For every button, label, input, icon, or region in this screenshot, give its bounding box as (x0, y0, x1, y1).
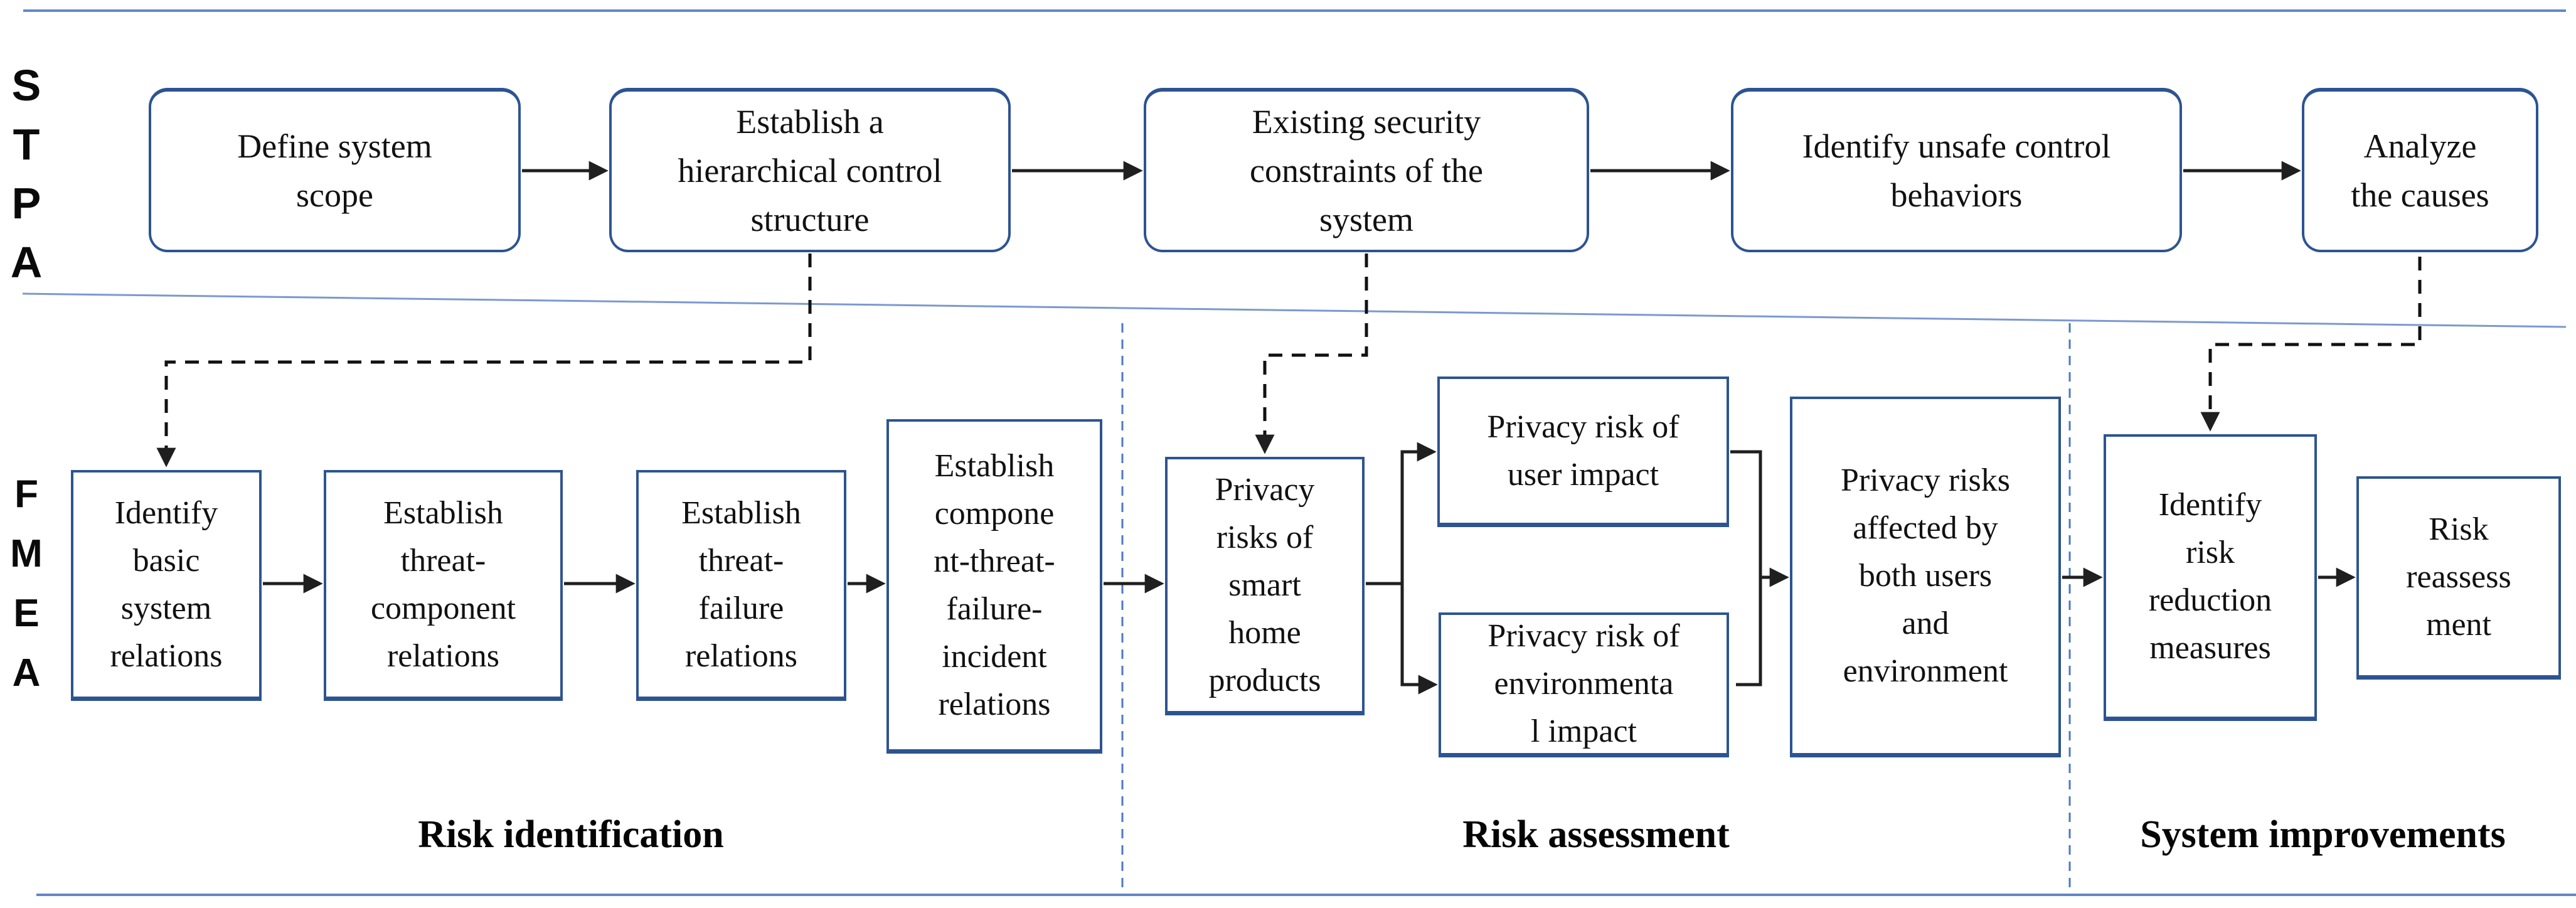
fmea-box-threat-failure-relations: Establish threat- failure relations (636, 470, 846, 701)
stpa-box-hierarchical-control-structure: Establish a hierarchical control structu… (609, 88, 1011, 252)
box-label: Establish a hierarchical control structu… (678, 103, 942, 238)
arrow-split-to-user-impact (1366, 442, 1437, 585)
fmea-box-component-threat-failure-incident-relations: Establish compone nt-threat- failure- in… (886, 419, 1102, 754)
fmea-box-identify-risk-reduction-measures: Identify risk reduction measures (2104, 434, 2317, 721)
stpa-box-existing-security-constraints: Existing security constraints of the sys… (1144, 88, 1589, 252)
box-label: Establish compone nt-threat- failure- in… (934, 448, 1055, 722)
fmea-box-privacy-risks-smart-home-products: Privacy risks of smart home products (1165, 457, 1365, 715)
box-label: Analyze the causes (2351, 127, 2489, 214)
rule-slanted-middle (22, 292, 2567, 328)
fmea-box-risk-reassessment: Risk reassess ment (2356, 476, 2561, 680)
dashed-connector-hierarchy-to-basic-relations (156, 254, 812, 467)
stpa-box-identify-unsafe-control-behaviors: Identify unsafe control behaviors (1731, 88, 2182, 252)
box-label: Identify risk reduction measures (2148, 487, 2272, 666)
fmea-box-threat-component-relations: Establish threat- component relations (324, 470, 563, 701)
stpa-box-define-system-scope: Define system scope (149, 88, 521, 252)
section-label-risk-identification: Risk identification (418, 813, 724, 856)
fmea-box-privacy-risk-environmental-impact: Privacy risk of environmenta l impact (1439, 612, 1729, 757)
stpa-box-analyze-the-causes: Analyze the causes (2302, 88, 2538, 252)
arrow-split-to-environmental-impact (1400, 584, 1438, 695)
box-label: Privacy risks affected by both users and… (1840, 462, 2011, 689)
box-label: Identify basic system relations (110, 494, 223, 674)
connector-merge-bracket (1730, 450, 1762, 686)
box-label: Define system scope (237, 127, 432, 214)
box-label: Establish threat- failure relations (681, 494, 801, 674)
box-label: Privacy risk of environmenta l impact (1488, 618, 1680, 749)
section-label-risk-assessment: Risk assessment (1462, 813, 1730, 856)
box-label: Risk reassess ment (2406, 511, 2511, 643)
section-label-system-improvements: System improvements (2140, 813, 2506, 856)
fmea-box-privacy-risks-users-and-environment: Privacy risks affected by both users and… (1790, 397, 2061, 757)
box-label: Existing security constraints of the sys… (1250, 103, 1483, 238)
box-label: Identify unsafe control behaviors (1802, 127, 2111, 214)
box-label: Privacy risk of user impact (1487, 409, 1679, 493)
stpa-row-label: S T P A (10, 61, 43, 287)
box-label: Establish threat- component relations (370, 494, 516, 674)
fmea-box-identify-basic-system-relations: Identify basic system relations (71, 470, 262, 701)
dashed-connector-constraints-to-privacy-risks (1255, 254, 1368, 454)
fmea-row-label: F M E A (10, 473, 43, 695)
fmea-box-privacy-risk-user-impact: Privacy risk of user impact (1437, 377, 1729, 527)
box-label: Privacy risks of smart home products (1208, 471, 1321, 698)
dashed-connector-causes-to-reduction (2200, 257, 2422, 432)
